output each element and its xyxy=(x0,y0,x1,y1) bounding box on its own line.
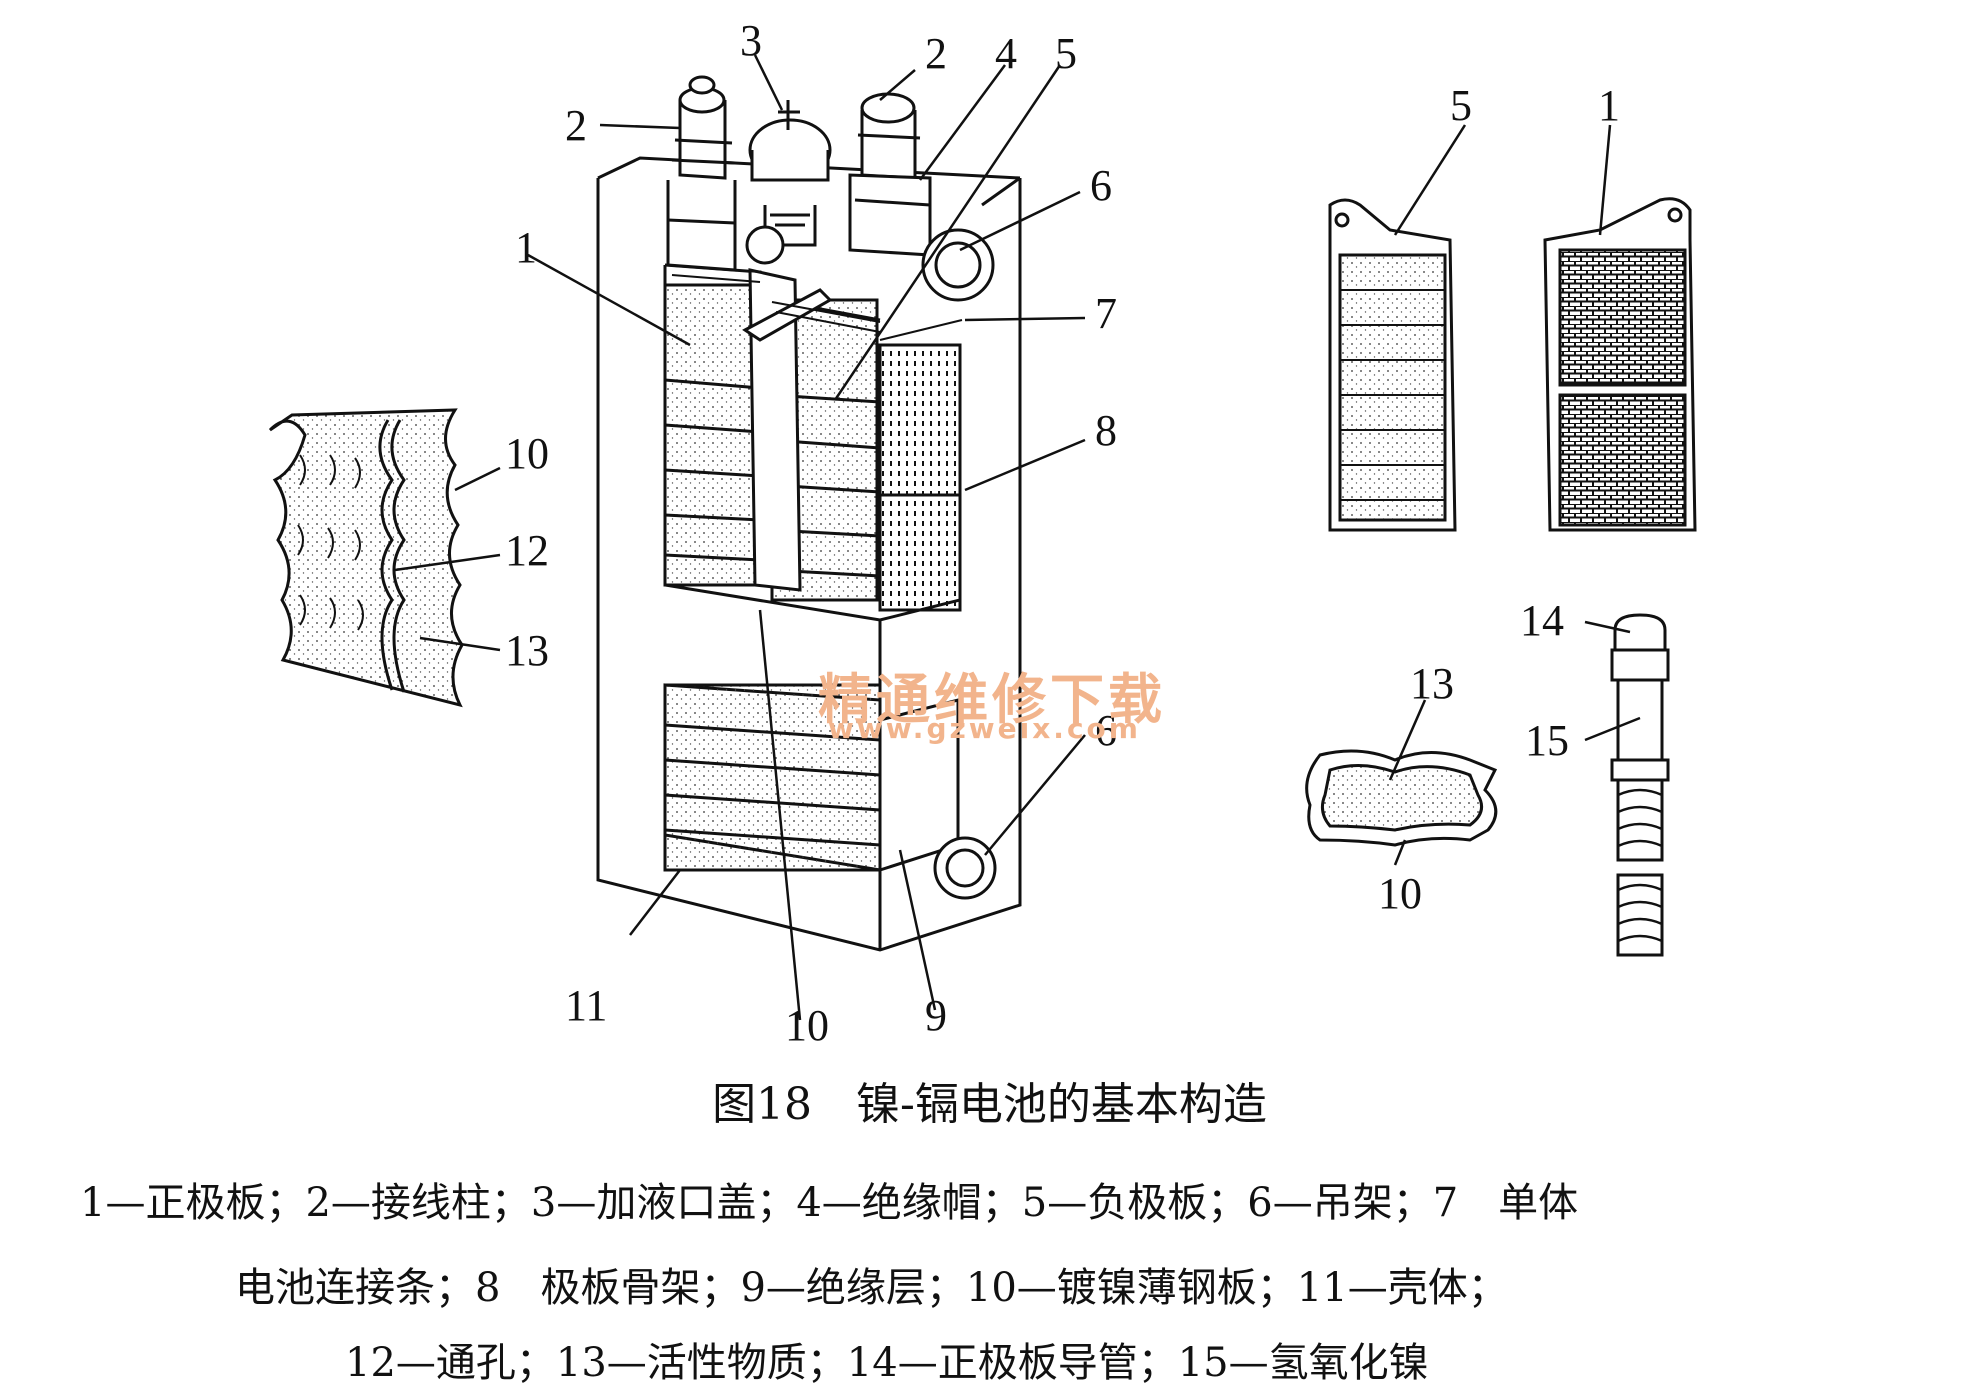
label-10-bottom: 10 xyxy=(1378,869,1422,918)
label-2-right: 2 xyxy=(925,29,947,78)
legend-line-2: 电池连接条；8 极板骨架；9—绝缘层；10—镀镍薄钢板；11—壳体； xyxy=(235,1265,1508,1311)
leader-lines-bottom xyxy=(1388,699,1427,866)
label-7: 7 xyxy=(1095,289,1117,338)
leader-lines-main xyxy=(527,54,1086,1021)
label-8: 8 xyxy=(1095,406,1117,455)
plate-labels: 5 1 xyxy=(1450,81,1620,130)
hanger-lower xyxy=(933,836,997,900)
battery-cell xyxy=(596,75,1022,952)
leader-lines-plates xyxy=(1393,124,1612,236)
terminal-left xyxy=(666,75,737,272)
label-15: 15 xyxy=(1525,716,1569,765)
label-9: 9 xyxy=(925,991,947,1040)
active-material-pocket xyxy=(1305,749,1498,847)
label-13-bottom: 13 xyxy=(1410,659,1454,708)
label-14: 14 xyxy=(1520,596,1564,645)
connector-strip xyxy=(748,268,802,592)
label-12: 12 xyxy=(505,526,549,575)
label-1-main: 1 xyxy=(515,223,537,272)
label-1-plate: 1 xyxy=(1598,81,1620,130)
watermark-url: www.gzweix.com xyxy=(828,712,1141,745)
legend-line-3: 12—通孔；13—活性物质；14—正极板导管；15—氢氧化镍 xyxy=(345,1340,1429,1386)
leader-lines-tube xyxy=(1584,620,1641,742)
main-labels: 1 2 3 2 4 5 6 7 8 6 11 10 9 xyxy=(515,16,1117,1050)
label-11: 11 xyxy=(565,981,607,1030)
bottom-detail-labels: 13 10 14 15 xyxy=(1378,596,1569,918)
watermark-text: 精通维修下载 xyxy=(818,668,1166,731)
left-detail-labels: 10 12 13 xyxy=(505,429,549,675)
plate-frame-block xyxy=(878,343,962,612)
legend-line-1: 1—正极板；2—接线柱；3—加液口盖；4—绝缘帽；5—负极板；6—吊架；7 单体 xyxy=(80,1180,1579,1226)
lower-plate-stack xyxy=(663,683,882,872)
label-6-lower: 6 xyxy=(1095,706,1117,755)
label-5-main: 5 xyxy=(1055,29,1077,78)
label-5-plate: 5 xyxy=(1450,81,1472,130)
label-10-left: 10 xyxy=(505,429,549,478)
filler-cap xyxy=(745,100,832,265)
label-10-main: 10 xyxy=(785,1001,829,1050)
positive-plate-stack xyxy=(663,263,762,587)
negative-plate xyxy=(1328,198,1457,532)
terminal-right xyxy=(848,92,995,302)
figure-title: 图18 镍-镉电池的基本构造 xyxy=(712,1079,1267,1130)
label-2-left: 2 xyxy=(565,101,587,150)
positive-plate xyxy=(1543,197,1697,532)
steel-plate-detail xyxy=(268,408,464,708)
positive-tube xyxy=(1610,613,1670,957)
label-4: 4 xyxy=(995,29,1017,78)
label-13-left: 13 xyxy=(505,626,549,675)
label-6-upper: 6 xyxy=(1090,161,1112,210)
label-3: 3 xyxy=(740,16,762,65)
leader-lines-left xyxy=(394,466,501,652)
